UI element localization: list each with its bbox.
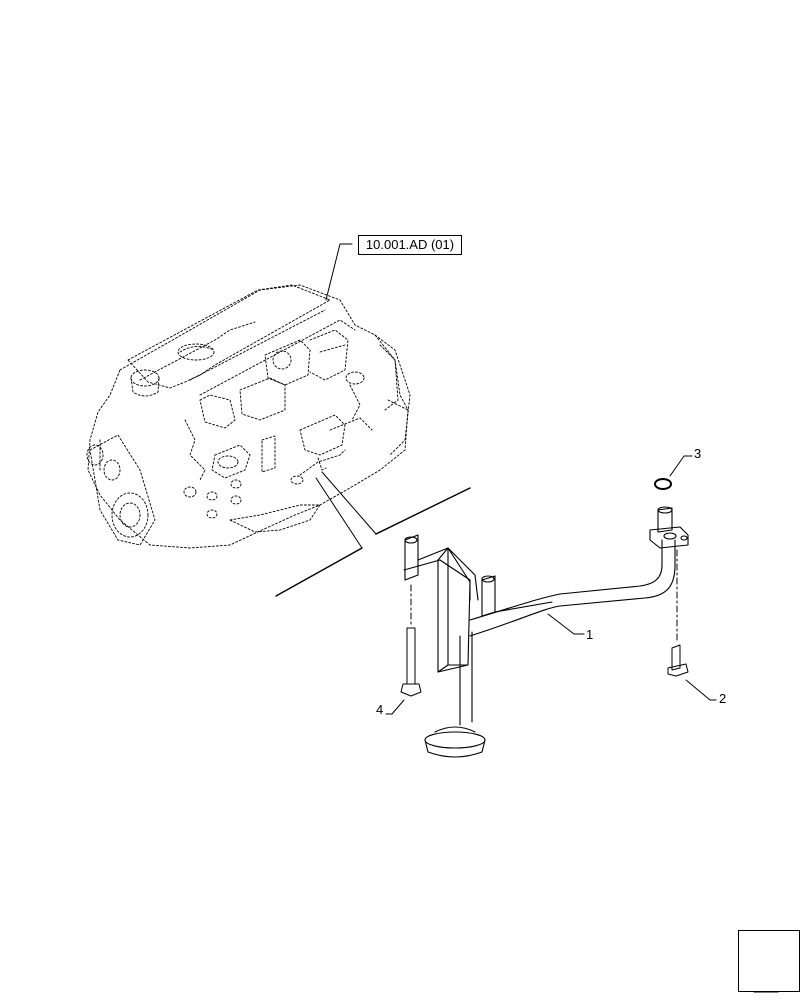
engine-assembly bbox=[86, 284, 411, 549]
reference-leader-line bbox=[325, 243, 353, 301]
detail-link-1 bbox=[321, 471, 377, 535]
callout-2: 2 bbox=[719, 691, 727, 706]
next-page-arrow-icon[interactable] bbox=[738, 930, 800, 992]
detail-cut-line-lower bbox=[275, 547, 363, 597]
leader-3 bbox=[669, 455, 693, 477]
callout-1: 1 bbox=[586, 627, 594, 642]
part-4-bolt bbox=[400, 584, 422, 697]
reference-label[interactable]: 10.001.AD (01) bbox=[358, 235, 462, 255]
leader-4 bbox=[385, 699, 405, 715]
leader-2 bbox=[685, 679, 717, 701]
part-3-o-ring bbox=[654, 478, 672, 490]
detail-cut-line-upper bbox=[375, 487, 471, 535]
callout-3: 3 bbox=[694, 446, 702, 461]
detail-link-2 bbox=[315, 477, 363, 549]
part-1-oil-suction-tube bbox=[403, 506, 689, 758]
leader-1 bbox=[547, 613, 585, 635]
callout-4: 4 bbox=[376, 702, 384, 717]
part-2-screw bbox=[667, 549, 689, 677]
